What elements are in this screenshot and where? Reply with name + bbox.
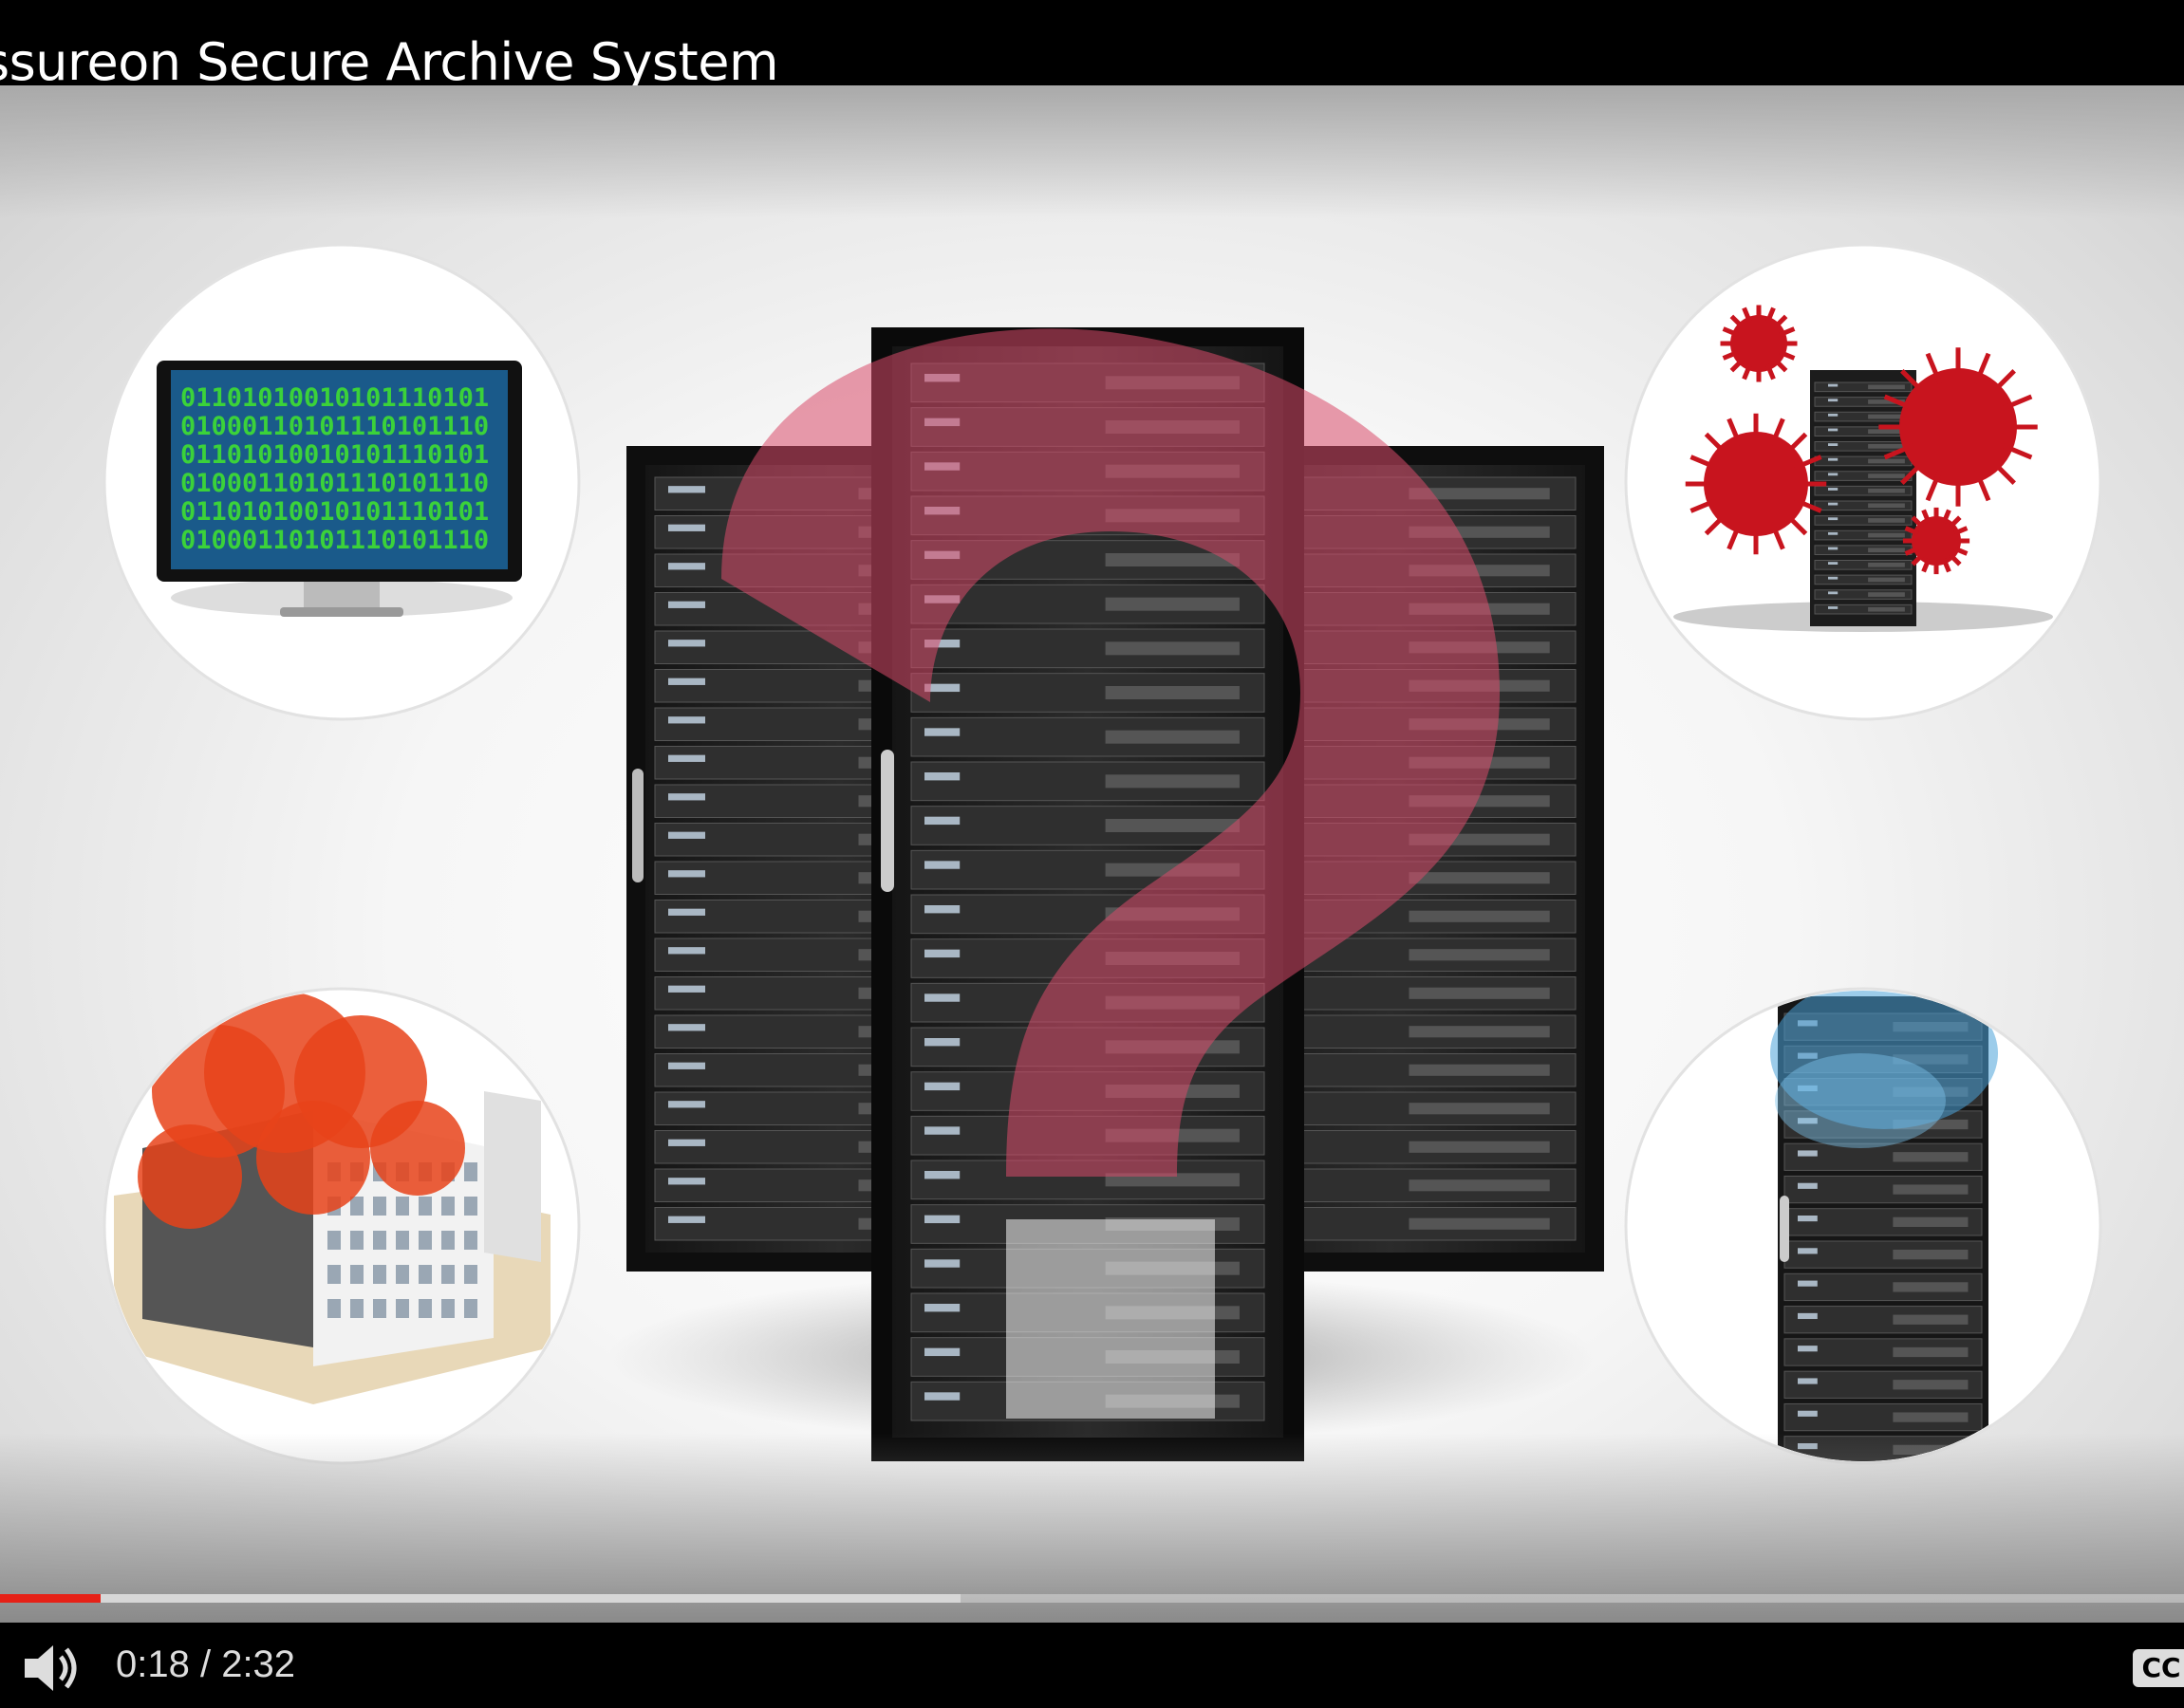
virus-icon [1730, 315, 1787, 372]
server-unit [1814, 603, 1913, 615]
fire-icon [256, 1101, 370, 1215]
binary-line: 01000110101110101110 [180, 412, 489, 441]
speaker-icon[interactable] [21, 1642, 84, 1695]
virus-icon [1912, 516, 1961, 566]
time-display: 0:18 / 2:32 [116, 1643, 296, 1685]
building-fire-circle [103, 987, 581, 1465]
server-unit [1814, 589, 1913, 600]
virus-icon [1704, 432, 1808, 536]
progress-bar[interactable] [0, 1594, 2184, 1603]
server-unit [1814, 381, 1913, 393]
monitor-binary-circle: 0110101001010111010101000110101110101110… [103, 243, 581, 721]
server-unit [1814, 485, 1913, 496]
binary-line: 01101010010101110101 [180, 440, 489, 470]
binary-line: 01000110101110101110 [180, 526, 489, 555]
title-bar: ssureon Secure Archive System [0, 0, 2184, 85]
fire-icon [138, 1124, 242, 1229]
progress-buffered [0, 1594, 961, 1603]
bottom-gradient [0, 1433, 2184, 1623]
server-unit [1814, 500, 1913, 511]
virus-icon [1899, 368, 2017, 486]
server-unit [1814, 529, 1913, 541]
flooded-server-circle [1624, 987, 2102, 1465]
captions-button[interactable]: CC [2133, 1649, 2184, 1687]
server-unit [1814, 574, 1913, 585]
binary-line: 01101010010101110101 [180, 383, 489, 413]
virus-server-circle [1624, 243, 2102, 721]
video-title[interactable]: ssureon Secure Archive System [0, 32, 779, 85]
server-unit [1814, 560, 1913, 570]
top-gradient [0, 85, 2184, 218]
progress-played [0, 1594, 101, 1603]
player-controls: 0:18 / 2:32 CC [0, 1623, 2184, 1708]
server-unit [1814, 515, 1913, 526]
server-unit [1783, 1306, 1983, 1334]
binary-line: 01000110101110101110 [180, 469, 489, 498]
binary-line: 01101010010101110101 [180, 497, 489, 527]
question-mark-overlay [721, 328, 1500, 1419]
scene-illustration: 0110101001010111010101000110101110101110… [103, 243, 2102, 1465]
fire-icon [370, 1101, 465, 1196]
